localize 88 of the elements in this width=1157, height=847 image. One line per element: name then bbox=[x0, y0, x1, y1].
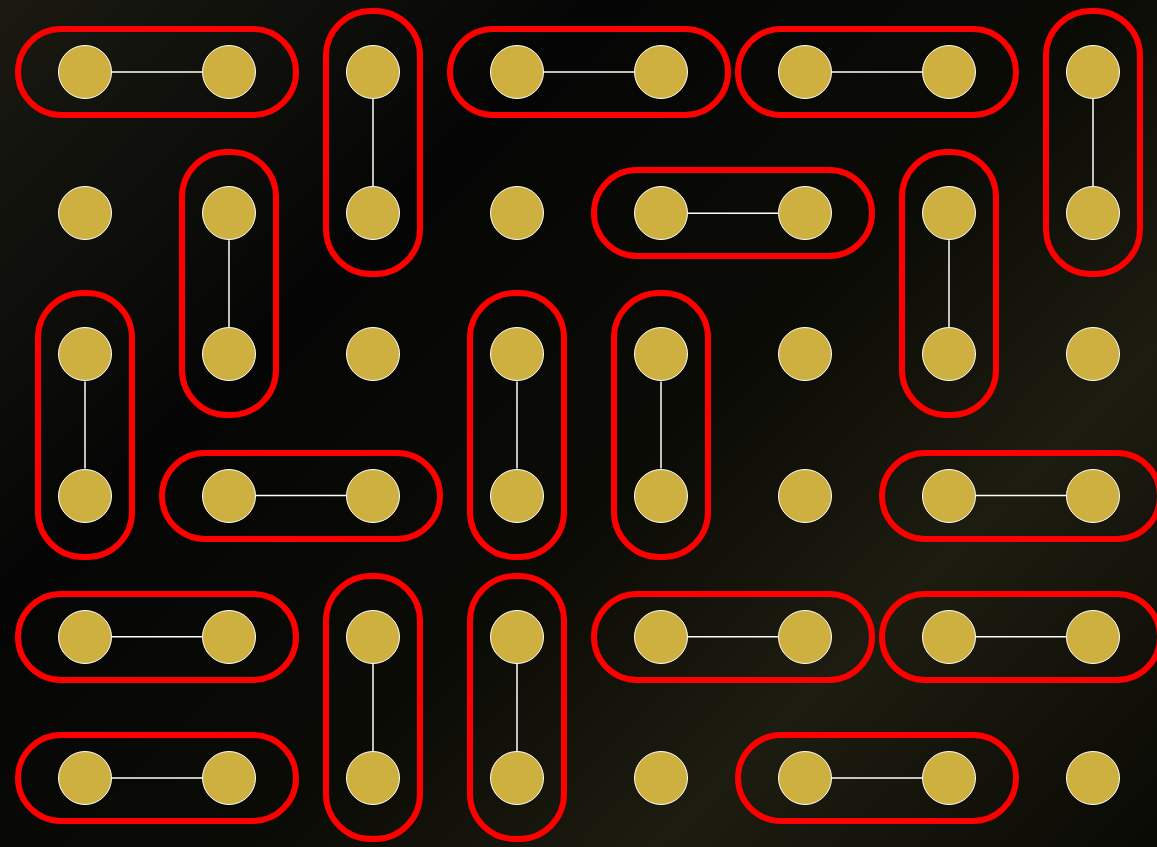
rounded-outline bbox=[35, 290, 135, 560]
dot bbox=[1066, 327, 1120, 382]
dot bbox=[1066, 468, 1120, 523]
dot bbox=[778, 186, 832, 241]
dot bbox=[490, 327, 544, 382]
connector-line bbox=[660, 380, 662, 470]
dot bbox=[202, 186, 256, 241]
dot bbox=[490, 45, 544, 99]
dot bbox=[346, 468, 400, 523]
dot bbox=[58, 45, 112, 99]
dot bbox=[778, 45, 832, 99]
connector-line bbox=[687, 212, 779, 214]
rounded-outline bbox=[15, 590, 299, 683]
dot bbox=[202, 468, 256, 523]
connector-line bbox=[372, 663, 374, 752]
dot bbox=[58, 468, 112, 523]
connector-line bbox=[372, 98, 374, 187]
connector-line bbox=[975, 494, 1067, 497]
dot bbox=[1066, 45, 1120, 99]
dot bbox=[490, 751, 544, 805]
dot bbox=[58, 751, 112, 805]
dot bbox=[490, 186, 544, 241]
dot bbox=[346, 45, 400, 99]
dot bbox=[778, 751, 832, 805]
dot bbox=[1066, 751, 1120, 805]
rounded-outline bbox=[591, 590, 875, 683]
dot bbox=[346, 186, 400, 241]
connector-line bbox=[831, 71, 923, 73]
dot bbox=[922, 751, 976, 805]
dot bbox=[1066, 609, 1120, 664]
rounded-outline bbox=[179, 149, 279, 419]
connector-line bbox=[228, 239, 230, 329]
connector-line bbox=[516, 663, 518, 752]
connector-line bbox=[831, 777, 923, 779]
dot bbox=[202, 327, 256, 382]
rounded-outline bbox=[323, 572, 423, 842]
rounded-outline bbox=[323, 8, 423, 278]
dot bbox=[922, 186, 976, 241]
dot bbox=[490, 468, 544, 523]
connector-line bbox=[1092, 98, 1094, 187]
rounded-outline bbox=[1043, 8, 1143, 278]
connector-line bbox=[111, 71, 203, 73]
dot bbox=[778, 609, 832, 664]
dot bbox=[634, 751, 688, 805]
rounded-outline bbox=[15, 26, 299, 118]
rounded-outline bbox=[447, 26, 731, 118]
connector-line bbox=[84, 380, 86, 470]
rounded-outline bbox=[611, 290, 711, 560]
dot bbox=[58, 327, 112, 382]
rounded-outline bbox=[879, 590, 1157, 683]
connector-line bbox=[948, 239, 950, 329]
dot bbox=[634, 186, 688, 241]
rounded-outline bbox=[735, 732, 1019, 824]
connector-line bbox=[687, 636, 779, 638]
dot bbox=[58, 186, 112, 241]
dot bbox=[778, 327, 832, 382]
dot bbox=[922, 45, 976, 99]
connector-line bbox=[255, 494, 347, 497]
rounded-outline bbox=[899, 149, 999, 419]
connector-line bbox=[516, 380, 518, 470]
rounded-outline bbox=[879, 449, 1157, 542]
dot bbox=[346, 327, 400, 382]
dot bbox=[634, 609, 688, 664]
rounded-outline bbox=[159, 449, 443, 542]
dot bbox=[634, 45, 688, 99]
connector-line bbox=[111, 777, 203, 779]
rounded-outline bbox=[735, 26, 1019, 118]
connector-line bbox=[975, 636, 1067, 638]
dot bbox=[202, 751, 256, 805]
dot bbox=[922, 468, 976, 523]
dot bbox=[922, 327, 976, 382]
rounded-outline bbox=[467, 572, 567, 842]
rounded-outline bbox=[15, 732, 299, 824]
dot bbox=[58, 609, 112, 664]
dot bbox=[1066, 186, 1120, 241]
dot bbox=[922, 609, 976, 664]
dot bbox=[778, 468, 832, 523]
dot bbox=[634, 327, 688, 382]
connector-line bbox=[543, 71, 635, 73]
dot bbox=[634, 468, 688, 523]
dot bbox=[202, 609, 256, 664]
dot bbox=[346, 751, 400, 805]
rounded-outline bbox=[467, 290, 567, 560]
connector-line bbox=[111, 636, 203, 638]
dot bbox=[346, 609, 400, 664]
rounded-outline bbox=[591, 167, 875, 260]
dot bbox=[202, 45, 256, 99]
dot bbox=[490, 609, 544, 664]
